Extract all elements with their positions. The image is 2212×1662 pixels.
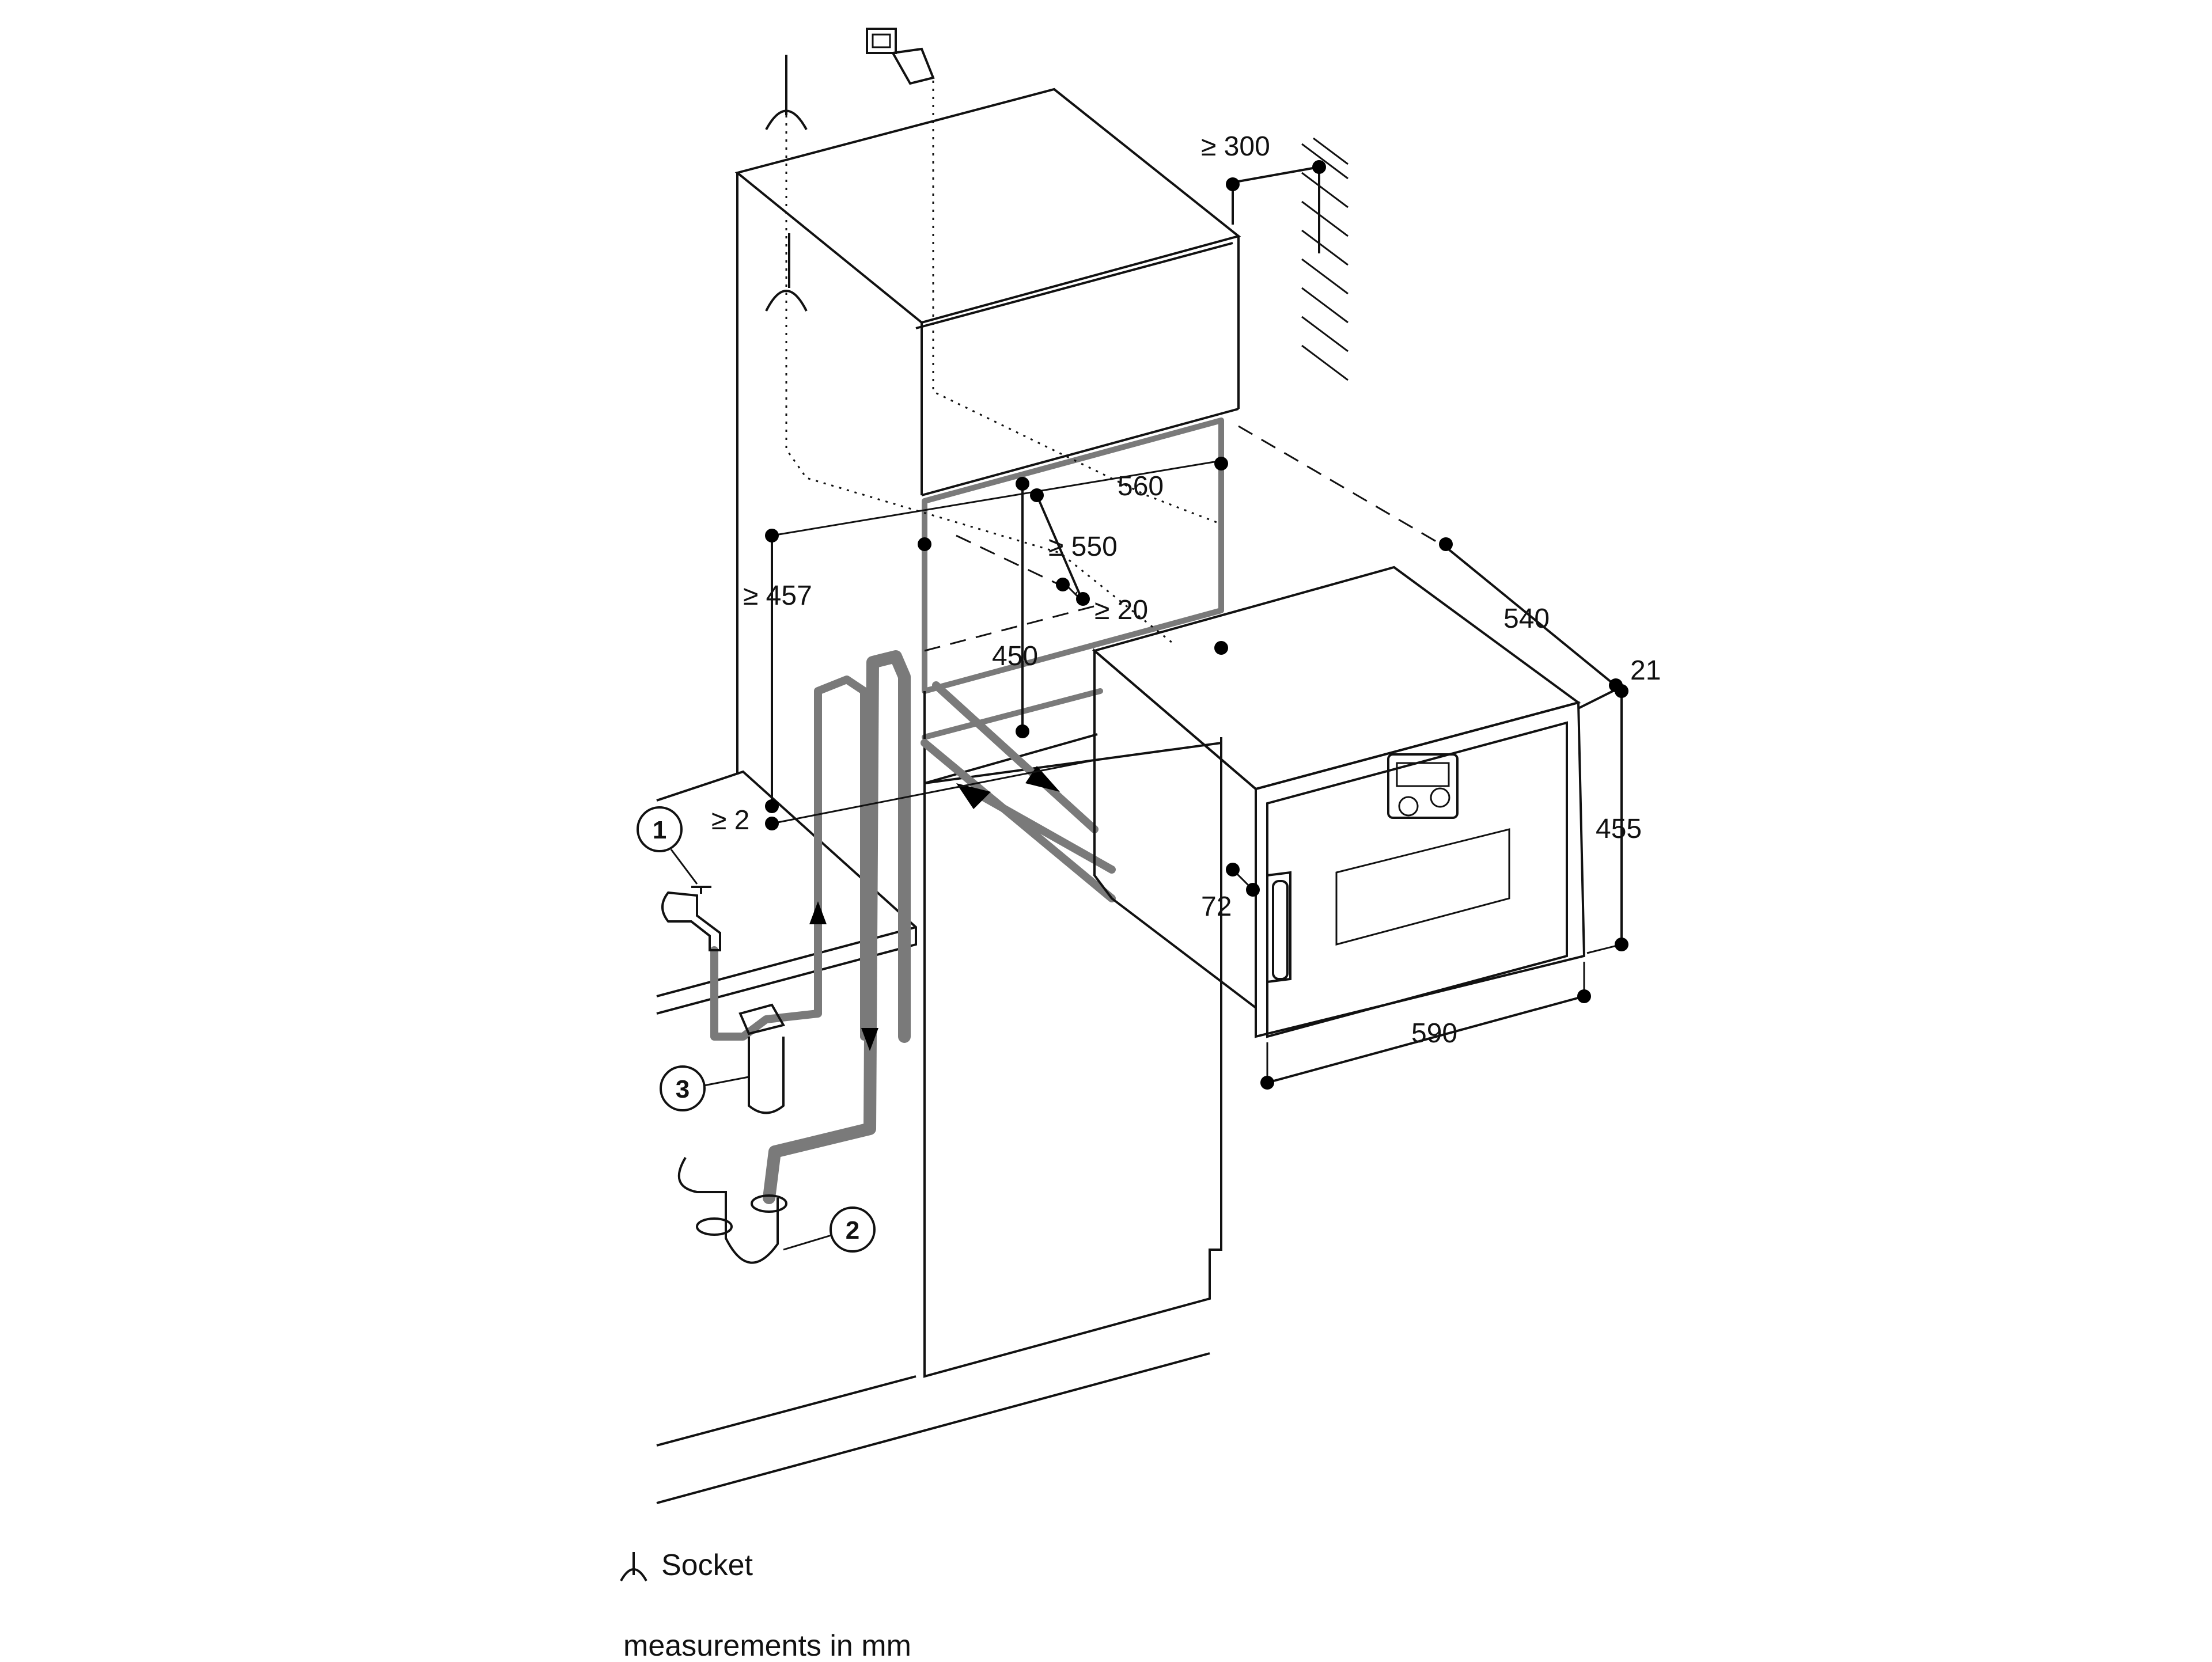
svg-text:3: 3 — [676, 1075, 690, 1103]
siphon-drain-icon — [677, 1156, 787, 1264]
dim-rear-gap: ≥ 20 — [1094, 595, 1148, 625]
socket-icon — [765, 55, 808, 312]
cable-routes — [785, 81, 1222, 646]
dim-side-clearance: ≥ 300 — [1201, 131, 1270, 162]
dim-handle-offset: 72 — [1201, 891, 1232, 922]
water-filter-icon — [738, 1003, 786, 1114]
side-wall-hatch — [1301, 137, 1349, 381]
network-socket-icon — [866, 28, 935, 85]
dim-niche-width: 560 — [1118, 471, 1164, 502]
dim-base-gap: ≥ 2 — [711, 805, 749, 836]
tall-cabinet-upper — [734, 88, 1241, 775]
drain-hose — [763, 650, 911, 1204]
callout-2: 2 — [783, 1206, 876, 1253]
svg-text:2: 2 — [846, 1216, 859, 1244]
steam-oven — [1092, 566, 1586, 1038]
dim-cabinet-height: ≥ 457 — [743, 580, 812, 611]
callout-1: 1 — [637, 806, 698, 885]
cabinet-niche — [922, 418, 1224, 1378]
legend: Socket measurements in mm — [620, 1549, 911, 1662]
callout-3: 3 — [660, 1065, 749, 1111]
dimension-points — [765, 160, 1628, 1090]
dim-oven-width: 590 — [1411, 1018, 1457, 1049]
dim-niche-depth: ≥ 550 — [1048, 532, 1118, 562]
dim-niche-height: 450 — [992, 641, 1038, 671]
water-supply-hose — [710, 676, 868, 1041]
dimension-lines — [771, 166, 1623, 1084]
water-tap-icon — [661, 886, 721, 951]
kitchen-counter — [656, 770, 1210, 1504]
dim-front-panel: 21 — [1630, 655, 1661, 686]
socket-icon — [620, 1552, 647, 1581]
legend-socket-label: Socket — [661, 1549, 753, 1582]
svg-text:1: 1 — [653, 816, 666, 844]
dim-oven-height: 455 — [1596, 814, 1642, 844]
legend-units-note: measurements in mm — [623, 1629, 911, 1659]
dim-oven-depth: 540 — [1503, 604, 1550, 634]
oven-slide-rails — [921, 681, 1116, 902]
dimension-labels: ≥ 300 560 ≥ 550 ≥ 457 ≥ 20 450 540 21 ≥ … — [711, 131, 1661, 1049]
